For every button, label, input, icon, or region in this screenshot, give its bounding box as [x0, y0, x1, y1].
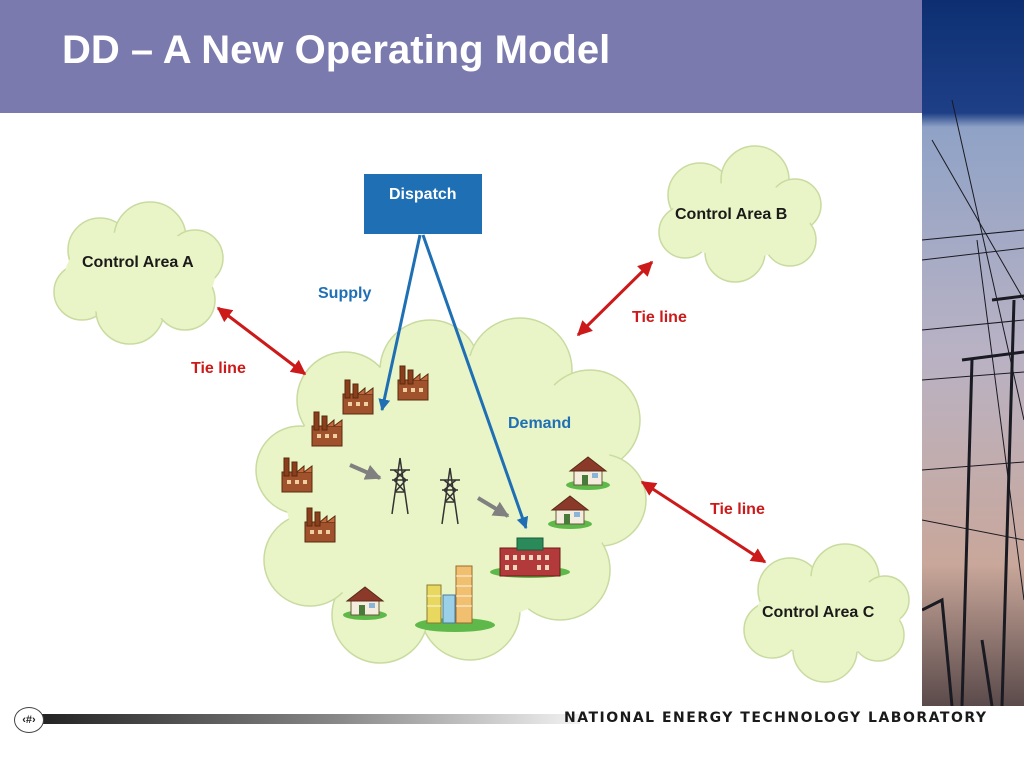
tie-line-b-arrow: [576, 260, 654, 337]
slide-header: DD – A New Operating Model: [0, 0, 922, 113]
slide-footer: ‹#› NATIONAL ENERGY TECHNOLOGY LABORATOR…: [0, 706, 1024, 768]
grid-operating-diagram: Control Area A Control Area B Control Ar…: [53, 145, 910, 683]
supply-arrow: [378, 234, 422, 412]
tie-line-a-arrow: [216, 306, 307, 376]
control-area-b-label: Control Area B: [675, 206, 787, 223]
tie-line-c-label: Tie line: [710, 501, 765, 518]
demand-arrow: [421, 234, 529, 530]
tie-line-a-label: Tie line: [191, 360, 246, 377]
slide-title: DD – A New Operating Model: [62, 28, 611, 72]
office-building-icon: [490, 537, 570, 578]
tie-line-b-label: Tie line: [632, 309, 687, 326]
dispatch-label: Dispatch: [389, 186, 457, 203]
control-area-b-cloud: Control Area B: [658, 145, 822, 283]
footer-gradient-bar: [40, 714, 580, 724]
tie-line-c-arrow: [640, 480, 767, 564]
skyscrapers-icon: [415, 565, 495, 632]
dispatch-box: Dispatch: [364, 174, 482, 234]
demand-label: Demand: [508, 415, 571, 432]
control-area-a-label: Control Area A: [82, 254, 194, 271]
organization-logo-text: NATIONAL ENERGY TECHNOLOGY LABORATORY: [564, 710, 988, 726]
power-flow-arrow: [349, 463, 382, 480]
page-number-badge: ‹#›: [14, 707, 44, 733]
control-area-a-cloud: Control Area A: [53, 201, 224, 345]
power-lines-photo: [922, 0, 1024, 706]
power-flow-arrow: [476, 496, 510, 518]
supply-label: Supply: [318, 285, 371, 302]
control-area-c-label: Control Area C: [762, 604, 875, 621]
control-area-c-cloud: Control Area C: [743, 543, 910, 683]
